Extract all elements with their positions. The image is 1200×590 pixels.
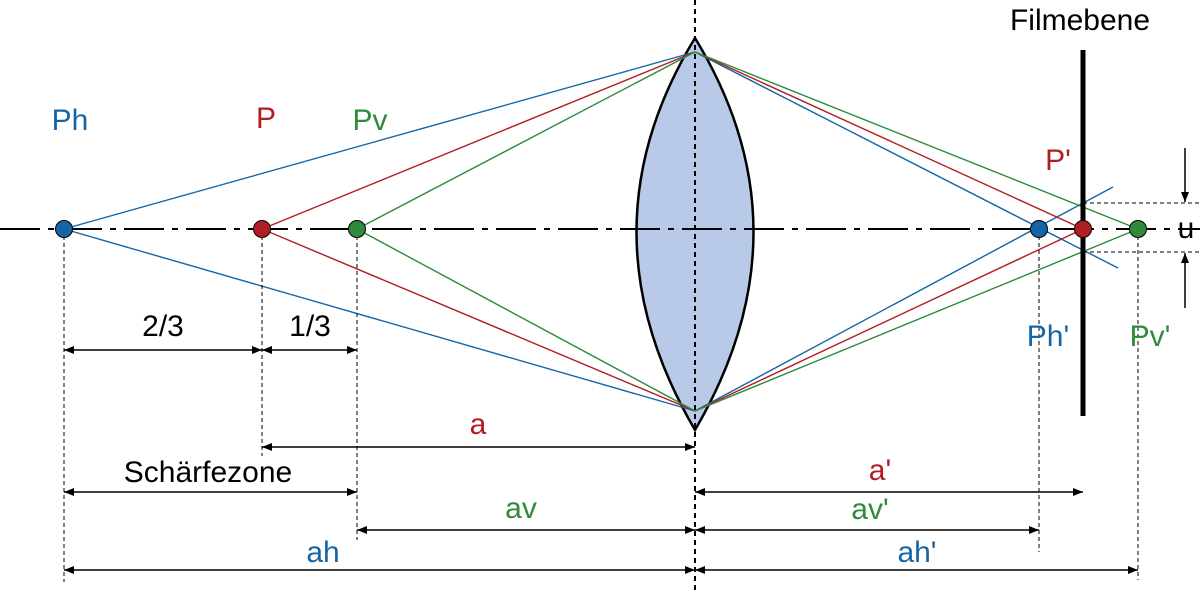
label-depth-of-field: Schärfezone bbox=[124, 456, 292, 489]
point-ph-prime bbox=[1030, 220, 1048, 238]
label-av-prime: av' bbox=[851, 493, 888, 526]
point-p-prime bbox=[1074, 220, 1092, 238]
label-pv: Pv bbox=[352, 104, 387, 137]
label-ah-prime: ah' bbox=[897, 536, 936, 569]
label-p-prime: P' bbox=[1045, 144, 1071, 177]
point-pv-prime bbox=[1129, 220, 1147, 238]
point-ph bbox=[55, 220, 73, 238]
label-ph: Ph bbox=[52, 104, 89, 137]
rays-pv bbox=[356, 51, 1139, 412]
label-two-thirds: 2/3 bbox=[142, 310, 184, 343]
dimension-arrows bbox=[64, 346, 1138, 574]
rays-ph bbox=[63, 51, 1119, 412]
label-ah: ah bbox=[306, 536, 339, 569]
rays-p bbox=[261, 51, 1084, 412]
label-ph-prime: Ph' bbox=[1027, 320, 1069, 353]
film-plane-label: Filmebene bbox=[1010, 4, 1150, 37]
label-p: P bbox=[256, 102, 276, 135]
label-pv-prime: Pv' bbox=[1130, 320, 1171, 353]
point-p bbox=[253, 220, 271, 238]
points bbox=[55, 220, 1147, 238]
label-a-prime: a' bbox=[869, 454, 891, 487]
point-pv bbox=[348, 220, 366, 238]
guide-lines bbox=[63, 202, 1200, 582]
label-one-third: 1/3 bbox=[289, 310, 331, 343]
label-u: u bbox=[1178, 212, 1195, 245]
label-av: av bbox=[505, 492, 537, 525]
label-a: a bbox=[470, 408, 487, 441]
